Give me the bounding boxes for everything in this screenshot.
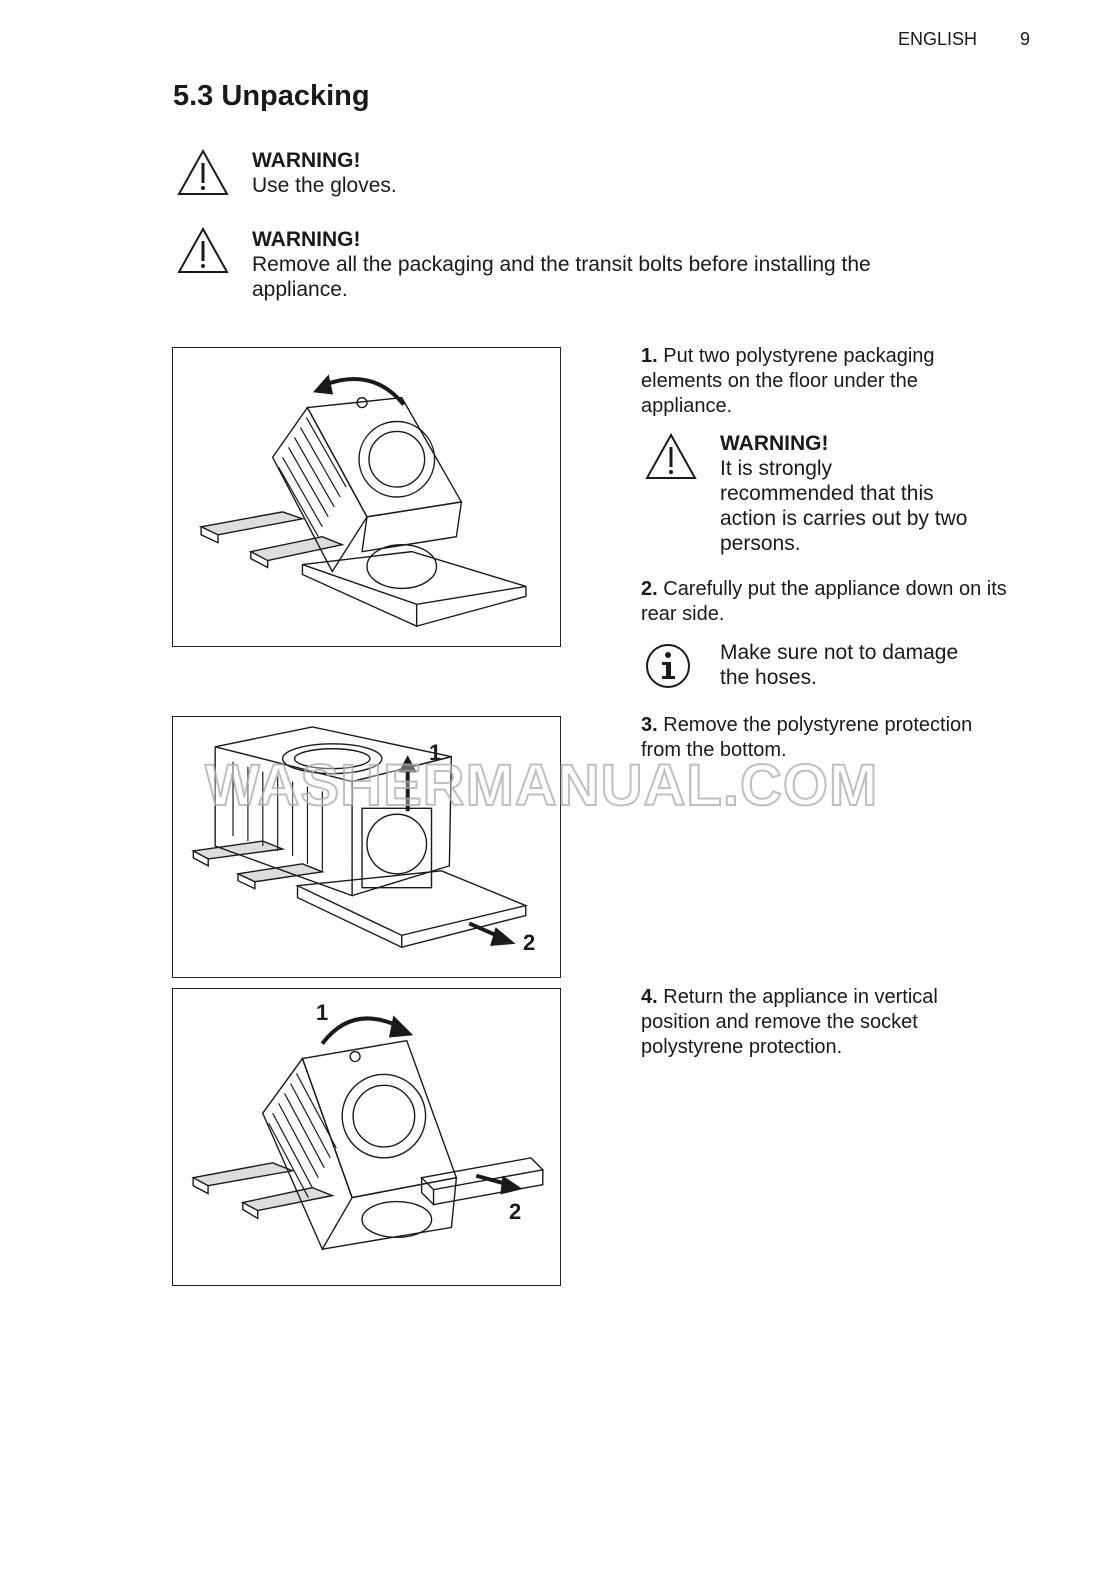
page-number: 9 [1020,29,1031,49]
section-title: 5.3 Unpacking [173,80,370,112]
warning-1-body: Use the gloves. [252,174,397,197]
warning-triangle-icon [645,432,697,479]
warning-triangle-icon [177,148,229,195]
step-1-text: 1. Put two polystyrene packaging element… [641,344,935,419]
figure-3-label-2: 2 [509,1199,522,1224]
step-1-warning-icon-wrap [644,432,698,487]
step-1-line3: appliance. [641,395,733,417]
step-4-line1: Return the appliance in vertical [657,986,938,1008]
warning-2-body-line1: Remove all the packaging and the transit… [252,253,871,276]
warning-2-title: WARNING! [252,228,361,251]
step-3-text: 3. Remove the polystyrene protection fro… [641,713,972,763]
figure-3-illustration [172,988,561,1286]
step-4-number: 4. [641,986,658,1008]
figure-2-label-1: 1 [429,740,442,765]
step-1-line1: Put two polystyrene packaging [657,345,935,367]
figure-2-illustration [172,716,561,978]
figure-1-illustration [172,347,561,647]
step-2-line2: rear side. [641,603,725,625]
figure-2-label-2: 2 [523,930,536,955]
step-1-line2: elements on the floor under the [641,370,918,392]
step-1-warning-title: WARNING! [720,432,829,455]
step-2-info-line2: the hoses. [720,666,817,689]
figure-3-label-1: 1 [316,1000,329,1025]
warning-2-icon-wrap [176,226,230,281]
step-2-info-body: Make sure not to damage the hoses. [720,640,958,690]
step-1-warning-body: It is strongly recommended that this act… [720,456,967,556]
step-3-line2: from the bottom. [641,739,787,761]
step-4-text: 4. Return the appliance in vertical posi… [641,985,938,1060]
step-4-line3: polystyrene protection. [641,1036,843,1058]
step-1-number: 1. [641,345,658,367]
step-2-number: 2. [641,578,658,600]
step-1-warning-line3: action is carries out by two [720,507,968,530]
step-2-line1: Carefully put the appliance down on its [657,578,1007,600]
step-2-text: 2. Carefully put the appliance down on i… [641,577,1007,627]
step-2-info-icon-wrap [645,643,691,694]
warning-triangle-icon [177,226,229,273]
step-3-number: 3. [641,714,658,736]
info-circle-icon [646,644,690,688]
warning-1-icon-wrap [176,148,230,203]
step-2-info-line1: Make sure not to damage [720,641,959,664]
step-3-line1: Remove the polystyrene protection [657,714,973,736]
step-1-warning-line1: It is strongly [720,457,833,480]
header-language: ENGLISH [898,29,978,49]
warning-2-body-line2: appliance. [252,278,348,301]
step-1-warning-line4: persons. [720,532,801,555]
warning-1-title: WARNING! [252,149,361,172]
step-4-line2: position and remove the socket [641,1011,918,1033]
step-1-warning-line2: recommended that this [720,482,934,505]
